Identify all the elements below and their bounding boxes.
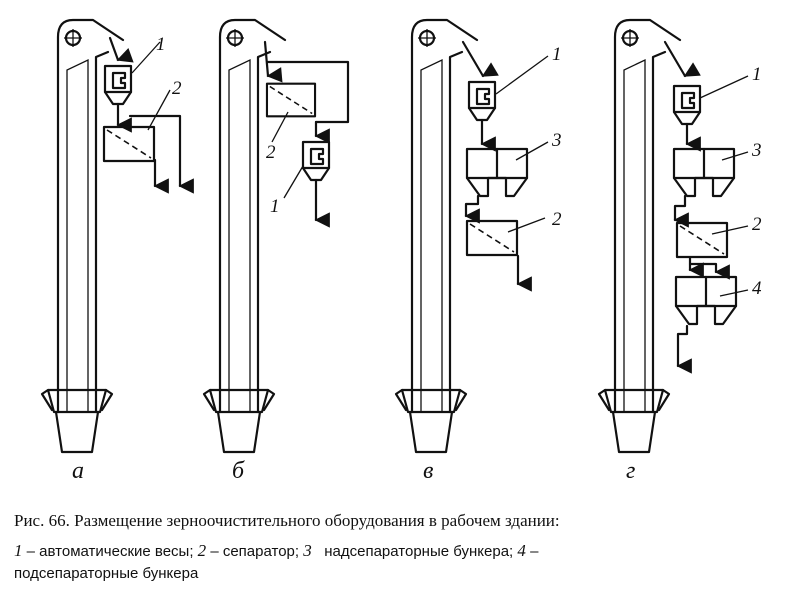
variant-label: а bbox=[72, 458, 84, 484]
elevator bbox=[394, 18, 479, 454]
legend-num: 2 bbox=[197, 541, 207, 560]
elevator bbox=[202, 18, 287, 454]
variant-g: 1 3 2 4 г bbox=[597, 18, 762, 484]
separator bbox=[465, 219, 519, 257]
separator bbox=[265, 82, 317, 118]
variant-a: 1 2 а bbox=[40, 18, 194, 484]
elevator bbox=[40, 18, 125, 454]
variant-label: в bbox=[423, 458, 433, 484]
legend-num: 1 bbox=[14, 541, 23, 560]
callout-3: 3 bbox=[551, 130, 562, 151]
equipment-layout-diagram: 1 2 а 2 1 б 1 3 2 в bbox=[40, 18, 762, 484]
variant-label: г bbox=[626, 458, 635, 484]
lower-bunkers bbox=[674, 275, 738, 326]
legend-text: подсепараторные бункера bbox=[14, 565, 199, 582]
legend-text: – автоматические весы; bbox=[26, 543, 194, 560]
callout-1: 1 bbox=[752, 64, 762, 85]
figure-caption: Рис. 66. Размещение зерноочистительного … bbox=[14, 510, 790, 532]
legend-num: 3 bbox=[303, 541, 312, 560]
callout-2: 2 bbox=[752, 214, 762, 235]
automatic-scale bbox=[467, 80, 497, 122]
variant-label: б bbox=[232, 458, 245, 484]
callout-2: 2 bbox=[172, 78, 182, 99]
legend-text: – сепаратор; bbox=[210, 543, 300, 560]
upper-bunkers bbox=[465, 147, 529, 198]
legend-text: – bbox=[530, 543, 539, 560]
legend-num: 4 bbox=[517, 541, 526, 560]
callout-3: 3 bbox=[751, 140, 762, 161]
automatic-scale bbox=[301, 140, 331, 182]
legend-text: надсепараторные бункера; bbox=[324, 543, 514, 560]
figure-number: Рис. 66. bbox=[14, 511, 70, 530]
callout-1: 1 bbox=[156, 34, 166, 55]
figure-title: Размещение зерноочистительного оборудова… bbox=[74, 511, 560, 530]
automatic-scale bbox=[103, 64, 133, 106]
elevator bbox=[597, 18, 682, 454]
separator bbox=[675, 221, 729, 259]
variant-v: 1 3 2 в bbox=[394, 18, 562, 484]
callout-2: 2 bbox=[552, 209, 562, 230]
figure-legend: 1 – автоматические весы; 2 – сепаратор; … bbox=[14, 540, 790, 585]
upper-bunkers bbox=[672, 147, 736, 198]
separator bbox=[102, 125, 156, 163]
callout-1: 1 bbox=[270, 196, 280, 217]
callout-4: 4 bbox=[752, 278, 762, 299]
callout-1: 1 bbox=[552, 44, 562, 65]
callout-2: 2 bbox=[266, 142, 276, 163]
automatic-scale bbox=[672, 84, 702, 126]
variant-b: 2 1 б bbox=[202, 18, 350, 484]
